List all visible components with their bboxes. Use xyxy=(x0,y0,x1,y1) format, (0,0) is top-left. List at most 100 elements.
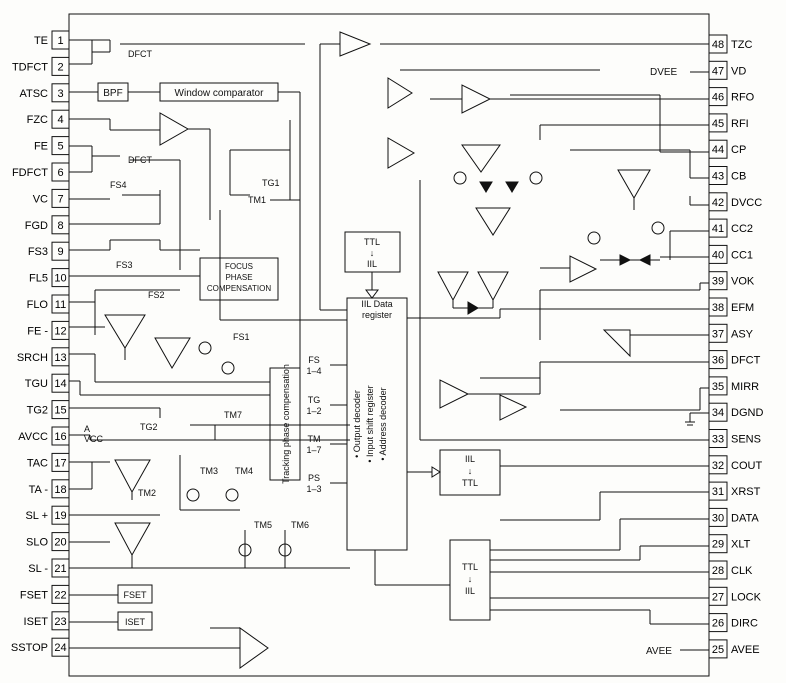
switch-tm3: TM3 xyxy=(200,466,218,476)
pin-36-box xyxy=(708,350,728,370)
pin-34-name: DGND xyxy=(731,407,763,419)
current-source-icon xyxy=(587,231,601,245)
pin-21-box xyxy=(51,558,70,578)
pin-1-box xyxy=(51,30,70,50)
pin-13-name: SRCH xyxy=(17,352,48,364)
focus-phase-line3: COMPENSATION xyxy=(207,284,272,293)
pin-42-name: DVCC xyxy=(731,197,762,209)
switch-tg1: TG1 xyxy=(262,178,280,188)
pin-16-box xyxy=(51,426,70,446)
iil-ttl-line1: IIL xyxy=(465,454,475,464)
pin-32-number: 32 xyxy=(712,460,724,472)
pin-39-number: 39 xyxy=(712,276,724,288)
focus-phase-box xyxy=(199,257,279,301)
pin-28-name: CLK xyxy=(731,565,753,577)
fset-block-label: FSET xyxy=(123,590,147,600)
switch-fs3: FS3 xyxy=(116,260,133,270)
pin-38-name: EFM xyxy=(731,302,754,314)
pin-41-box xyxy=(708,218,728,238)
output-decoder-label: • Output decoder xyxy=(352,390,362,458)
pin-47-number: 47 xyxy=(712,65,724,77)
pin-8-box xyxy=(51,215,70,235)
current-source-icon xyxy=(198,341,212,355)
pin-2-box xyxy=(51,56,70,76)
pin-6-number: 6 xyxy=(57,167,63,179)
pin-14-number: 14 xyxy=(54,378,66,390)
switch-tg2: TG2 xyxy=(140,422,158,432)
pin-28-box xyxy=(708,560,728,580)
pin-44-name: CP xyxy=(731,144,746,156)
pin-30-name: DATA xyxy=(731,512,759,524)
pin-22-number: 22 xyxy=(54,589,66,601)
pin-19-name: SL + xyxy=(25,510,48,522)
ttl-iil-top-line3: IIL xyxy=(367,259,377,269)
pin-17-number: 17 xyxy=(54,457,66,469)
switch-fs2: FS2 xyxy=(148,290,165,300)
pin-24-number: 24 xyxy=(54,642,66,654)
pin-48-name: TZC xyxy=(731,39,752,51)
pin-44-box xyxy=(708,139,728,159)
pin-1-number: 1 xyxy=(57,35,63,47)
pin-35-name: MIRR xyxy=(731,381,759,393)
focus-phase-line1: FOCUS xyxy=(225,262,253,271)
current-source-icon xyxy=(238,543,252,557)
pin-27-box xyxy=(708,586,728,606)
pin-43-number: 43 xyxy=(712,171,724,183)
pin-44-number: 44 xyxy=(712,144,724,156)
bus-ps-b: 1–3 xyxy=(306,484,321,494)
pin-25-box xyxy=(708,639,728,659)
pin-29-number: 29 xyxy=(712,539,724,551)
pin-8-number: 8 xyxy=(57,220,63,232)
pin-12-box xyxy=(51,320,70,340)
pin-37-name: ASY xyxy=(731,328,754,340)
pin-29-box xyxy=(708,534,728,554)
bus-tm-a: TM xyxy=(308,434,321,444)
pin-36-name: DFCT xyxy=(731,355,761,367)
diode-icon xyxy=(638,254,651,266)
bus-fs-b: 1–4 xyxy=(306,366,321,376)
pin-37-box xyxy=(708,323,728,343)
avcc-a-label: A xyxy=(84,424,90,434)
bus-fs-a: FS xyxy=(308,355,320,365)
pin-43-name: CB xyxy=(731,171,746,183)
pin-9-number: 9 xyxy=(57,246,63,258)
input-shift-register-label: • Input shift register xyxy=(365,385,375,462)
pin-47-name: VD xyxy=(731,65,746,77)
pin-3-name: ATSC xyxy=(19,88,48,100)
pin-11-name: FLO xyxy=(27,299,49,311)
pin-18-name: TA - xyxy=(29,484,49,496)
pin-29-name: XLT xyxy=(731,539,751,551)
iset-block-label: ISET xyxy=(125,617,146,627)
pin-39-name: VOK xyxy=(731,276,755,288)
pin-33-name: SENS xyxy=(731,434,761,446)
pin-33-box xyxy=(708,429,728,448)
pin-25-number: 25 xyxy=(712,644,724,656)
pin-21-name: SL - xyxy=(28,563,48,575)
pin-31-number: 31 xyxy=(712,486,724,498)
pin-36-number: 36 xyxy=(712,355,724,367)
diode-icon xyxy=(479,181,493,193)
pin-32-box xyxy=(708,455,728,475)
pin-6-box xyxy=(51,162,70,182)
pin-20-number: 20 xyxy=(54,537,66,549)
pin-15-box xyxy=(51,400,70,420)
avcc-vcc-label: VCC xyxy=(84,434,104,444)
switch-tm6: TM6 xyxy=(291,520,309,530)
pin-14-box xyxy=(51,373,70,393)
pin-28-number: 28 xyxy=(712,565,724,577)
pin-46-number: 46 xyxy=(712,92,724,104)
pin-8-name: FGD xyxy=(25,220,48,232)
bus-tg-b: 1–2 xyxy=(306,406,321,416)
pin-3-box xyxy=(51,83,70,103)
pin-46-box xyxy=(708,87,728,107)
pin-41-name: CC2 xyxy=(731,223,753,235)
pin-20-name: SLO xyxy=(26,537,48,549)
pin-19-number: 19 xyxy=(54,510,66,522)
pin-10-number: 10 xyxy=(54,273,66,285)
pin-5-box xyxy=(51,136,70,156)
pin-13-number: 13 xyxy=(54,352,66,364)
switch-tm4: TM4 xyxy=(235,466,253,476)
chip-outline xyxy=(68,13,710,677)
pin-22-box xyxy=(51,584,70,604)
